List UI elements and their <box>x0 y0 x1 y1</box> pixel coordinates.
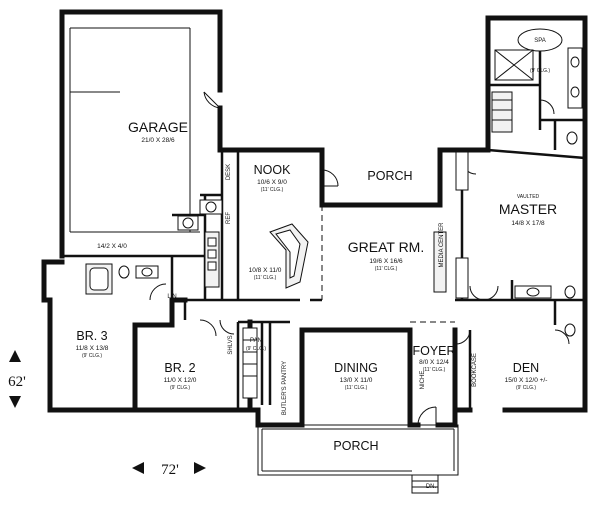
pan-label: PAN <box>250 338 262 344</box>
garage-label: GARAGE <box>128 119 188 135</box>
ref-label: REF <box>226 212 232 224</box>
den-dim: 15/0 X 12/0 +/- <box>505 377 548 384</box>
br3-dim: 11/8 X 13/8 <box>76 345 109 352</box>
br3-clg: (9' CLG.) <box>82 353 102 359</box>
doors <box>149 91 570 426</box>
left-arrow-icon <box>132 462 144 474</box>
br3-label: BR. 3 <box>76 329 107 343</box>
room-labels: GARAGE 21/0 X 28/6 14/2 X 4/0 NOOK 10/6 … <box>76 38 558 490</box>
desk-label: DESK <box>226 164 232 180</box>
garage-storage-dim: 14/2 X 4/0 <box>97 243 127 250</box>
porch-rear-label: PORCH <box>367 169 412 183</box>
br2-clg: (9' CLG.) <box>170 385 190 391</box>
den-clg: (9' CLG.) <box>516 385 536 391</box>
porch-front-label: PORCH <box>333 439 378 453</box>
dining-dim: 13/0 X 11/0 <box>340 377 373 384</box>
great-room-dim: 19/6 X 16/6 <box>369 258 403 265</box>
foyer-dim: 8/0 X 12/4 <box>419 359 449 366</box>
br2-label: BR. 2 <box>164 361 195 375</box>
kitchen-dim: 10/8 X 11/0 <box>249 267 282 274</box>
niche-label: NICHE <box>420 371 426 390</box>
down-arrow-icon <box>9 396 21 408</box>
master-bath-clg: (9' CLG.) <box>530 68 550 74</box>
master-vaulted: VAULTED <box>517 194 540 200</box>
overall-width: 72' <box>161 462 179 478</box>
interior-walls <box>62 27 586 425</box>
dining-label: DINING <box>334 361 378 375</box>
nook-clg: (11' CLG.) <box>261 187 284 193</box>
garage-dim: 21/0 X 28/6 <box>141 137 175 144</box>
pan-clg: (9' CLG.) <box>246 346 266 352</box>
nook-label: NOOK <box>254 163 291 177</box>
dn-label: DN. <box>426 484 437 490</box>
br2-dim: 11/0 X 12/0 <box>164 377 197 384</box>
overall-depth: 62' <box>8 374 26 390</box>
great-room-clg: (11' CLG.) <box>375 266 398 272</box>
dining-clg: (11' CLG.) <box>345 385 368 391</box>
master-label: MASTER <box>499 201 557 217</box>
master-dim: 14/8 X 17/8 <box>511 220 545 227</box>
nook-dim: 10/6 X 9/0 <box>257 179 287 186</box>
kitchen-clg: (11' CLG.) <box>254 275 277 281</box>
shlvs-label: SHLVS <box>228 335 234 354</box>
right-arrow-icon <box>194 462 206 474</box>
foyer-clg: (11' CLG.) <box>423 367 446 373</box>
lin-label: LIN <box>167 294 176 300</box>
media-center-label: MEDIA CENTER <box>439 222 445 268</box>
bookcase-label: BOOKCASE <box>472 353 478 387</box>
butlers-pantry-label: BUTLER'S PANTRY <box>282 361 288 415</box>
great-room-label: GREAT RM. <box>348 239 425 255</box>
den-label: DEN <box>513 361 539 375</box>
spa-label: SPA <box>534 38 546 44</box>
foyer-label: FOYER <box>412 344 455 358</box>
up-arrow-icon <box>9 350 21 362</box>
overall-dimensions: 62' 72' <box>8 350 206 478</box>
fixtures <box>85 28 583 494</box>
